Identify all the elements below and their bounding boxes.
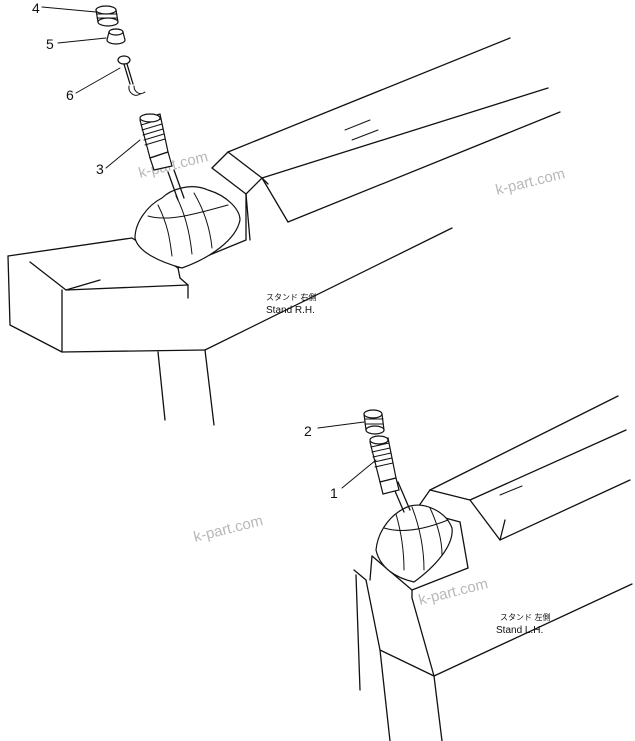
callout-2: 2 <box>304 423 312 439</box>
lever-boot-rh <box>134 169 241 269</box>
callout-1: 1 <box>330 485 338 501</box>
part-5-cap <box>106 28 126 45</box>
part-2-nut <box>363 409 385 435</box>
label-stand-lh: Stand L.H. <box>496 625 543 636</box>
part-3-grip <box>139 113 173 171</box>
callout-leaders-rh <box>41 6 141 169</box>
part-6-clip <box>117 55 146 96</box>
watermark-3: k-part.com <box>192 512 265 546</box>
part-1-grip <box>369 435 400 495</box>
label-stand-rh: Stand R.H. <box>266 305 315 316</box>
watermark-4: k-part.com <box>417 575 490 609</box>
label-stand-lh-jp: スタンド 左側 <box>500 612 551 622</box>
callout-3: 3 <box>96 161 104 177</box>
label-stand-rh-jp: スタンド 右側 <box>266 292 317 302</box>
lever-boot-lh <box>375 481 453 583</box>
watermark-1: k-part.com <box>137 148 210 182</box>
callout-5: 5 <box>46 36 54 52</box>
part-4-nut <box>95 5 119 27</box>
callout-6: 6 <box>66 87 74 103</box>
stand-lh-frame <box>353 395 633 741</box>
callout-leaders-lh <box>317 421 377 489</box>
watermark-2: k-part.com <box>494 165 567 199</box>
stand-rh-frame <box>7 37 561 426</box>
callout-4: 4 <box>32 0 40 16</box>
